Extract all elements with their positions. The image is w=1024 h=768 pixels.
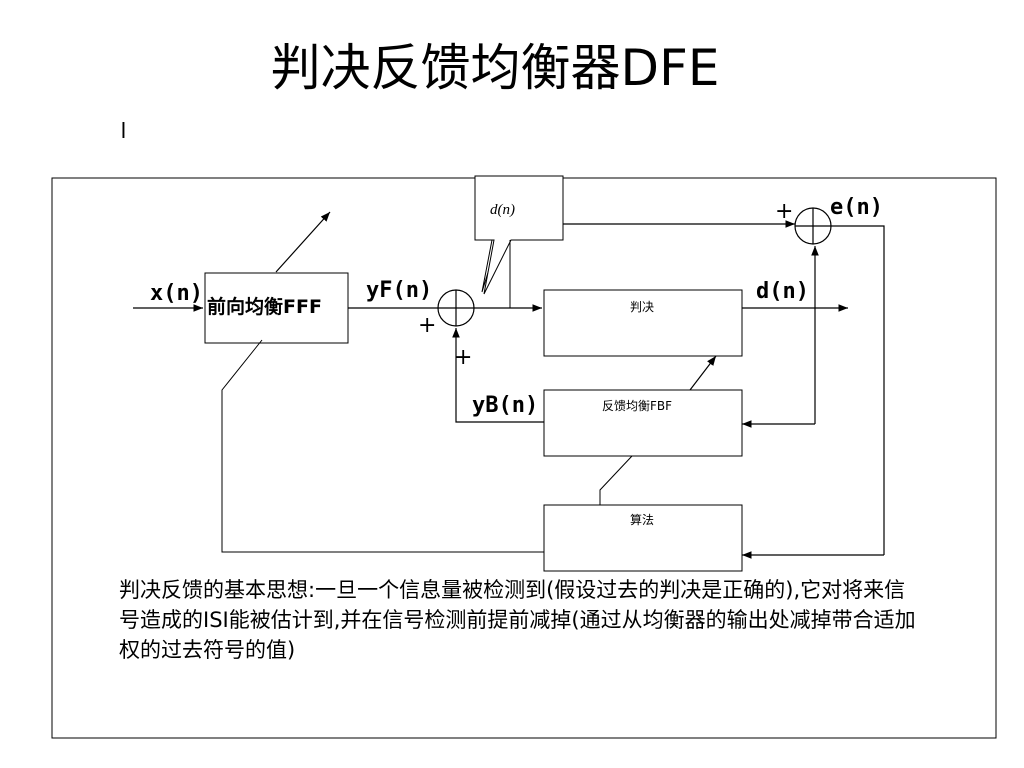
label-yB-n: yB(n) [472,393,538,418]
algorithm-block [543,504,743,572]
label-e-n: e(n) [830,195,883,220]
description-text: 判决反馈的基本思想:一旦一个信息量被检测到(假设过去的判决是正确的),它对将来信… [119,578,916,662]
decision-block [543,289,743,357]
algorithm-to-fbf [599,455,633,505]
fbf-adaptive-arrow [689,355,717,391]
fff-block-label: 前向均衡FFF [207,295,322,318]
d-n-callout-label: d(n) [490,202,515,218]
algorithm-block-label: 算法 [630,512,654,527]
fff-block [204,272,349,344]
summer-2-plus-sign: + [775,199,793,224]
fbf-block [543,389,743,457]
fbf-block-label: 反馈均衡FBF [602,399,672,413]
label-x-n: x(n) [150,281,203,306]
fbf-output-line [452,328,544,423]
algorithm-to-fff [221,339,544,553]
label-yF-n: yF(n) [366,278,432,303]
summer-1-plus-sign-b: + [454,345,472,370]
adaptive-arrow [275,211,331,273]
d-n-callout-box [474,175,564,295]
decision-block-label: 判决 [630,300,654,314]
error-feedback-line [831,225,885,555]
label-d-n-output: d(n) [756,279,809,304]
slide-title: 判决反馈均衡器DFE [270,39,720,97]
bullet-marker: l [121,118,126,143]
summer-1-plus-sign: + [418,313,436,338]
